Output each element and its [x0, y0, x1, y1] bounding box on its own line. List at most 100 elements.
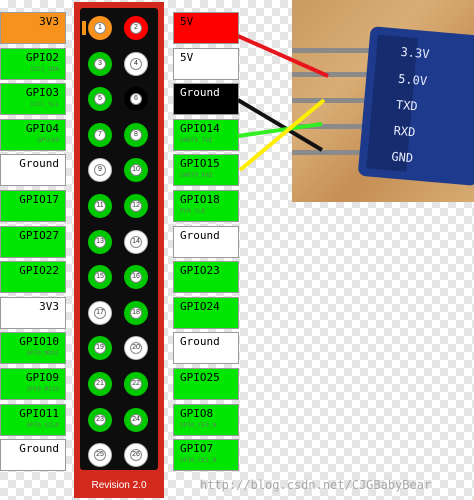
pin-label-alt-function: SPI0_MISO: [26, 386, 59, 393]
pin-label-name: GPIO14: [180, 121, 220, 135]
header-pin-number: 1: [94, 22, 106, 34]
pin-label-name: 3V3: [39, 15, 59, 28]
header-pin-number: 20: [130, 342, 142, 355]
header-pin: 17: [88, 300, 112, 325]
pin-label-name: GPIO11: [19, 406, 59, 420]
pin-label-alt-function: UART0_RXD: [180, 172, 213, 180]
module-header-pin: [292, 124, 372, 129]
header-pin-number: 19: [94, 342, 106, 355]
header-pin: 25: [88, 443, 112, 468]
pin-label-name: GPIO2: [25, 50, 59, 64]
watermark: http://blog.csdn.net/CJGBabyBear: [200, 478, 432, 492]
pin-label-right: Ground: [173, 225, 239, 258]
wire-gpio15: [238, 98, 326, 172]
pin-label-name: GPIO7: [180, 442, 214, 456]
header-pin-number: 26: [130, 449, 142, 462]
pin-label-name: GPIO24: [180, 299, 220, 313]
pin1-key-tab: [82, 21, 86, 35]
header-pin: 23: [88, 407, 112, 432]
pin-label-name: GPIO22: [19, 264, 59, 278]
pin-label-right: GPIO25: [173, 368, 239, 400]
header-pin: 13: [88, 229, 112, 254]
header-pin-number: 14: [130, 235, 142, 248]
header-pin-number: 17: [94, 306, 106, 319]
pin-label-alt-function: SPI0_CE1_N: [180, 457, 217, 465]
module-header-pin: [292, 98, 372, 103]
header-pin: 26: [124, 443, 148, 468]
pin-label-name: Ground: [19, 157, 59, 171]
pin-label-left: GPIO27: [0, 225, 66, 258]
pin-label-alt-function: UART0_TXD: [180, 136, 213, 144]
pin-label-name: GPIO23: [180, 264, 220, 278]
header-pin: 8: [124, 122, 148, 147]
header-pin: 6: [124, 87, 148, 112]
header-pin: 4: [124, 51, 148, 76]
pin-label-left: Ground: [0, 154, 66, 187]
pin-label-name: GPIO8: [180, 406, 214, 420]
header-pin-number: 16: [130, 271, 142, 284]
module-pin-label: 3.3V: [400, 45, 430, 61]
pin-label-name: GPIO25: [180, 371, 220, 384]
header-pin: 16: [124, 265, 148, 290]
module-drawing: 3.3V 5.0V TXD RXD GND: [292, 26, 474, 186]
module-pin-label: TXD: [395, 98, 418, 114]
header-pin: 24: [124, 407, 148, 432]
wire-5v: [237, 34, 329, 78]
header-pin-number: 21: [94, 378, 106, 390]
header-pin-number: 4: [130, 57, 142, 70]
pin-label-right: GPIO23: [173, 261, 239, 294]
header-pin: 19: [88, 336, 112, 361]
pin-label-name: 5V: [180, 15, 194, 28]
header-pin: 20: [124, 336, 148, 361]
header-pin: 9: [88, 158, 112, 183]
revision-label: Revision 2.0: [91, 480, 147, 491]
header-pin-number: 6: [130, 93, 142, 106]
header-pin: 14: [124, 229, 148, 254]
pin-label-name: GPIO18: [180, 193, 220, 206]
header-pin-number: 2: [130, 22, 142, 34]
header-pin: 21: [88, 372, 112, 396]
header-pin: 1: [88, 16, 112, 40]
header-pin: 10: [124, 158, 148, 183]
header-pin: 12: [124, 194, 148, 218]
header-pin: 5: [88, 87, 112, 112]
pin-label-alt-function: I2C1_SCL: [30, 101, 59, 109]
pin-label-alt-function: SPI0_SCLK: [26, 421, 59, 429]
pin-label-name: 3V3: [39, 299, 59, 313]
pin-label-name: GPIO9: [25, 371, 59, 384]
header-pin: 22: [124, 372, 148, 396]
module-header-pin: [292, 48, 372, 53]
header-pin-number: 8: [130, 128, 142, 141]
pin-label-name: GPIO4: [25, 121, 59, 135]
header-pin-number: 7: [94, 128, 106, 141]
header-pin-number: 22: [130, 378, 142, 390]
header-pin-number: 23: [94, 413, 106, 426]
header-pin-number: 24: [130, 413, 142, 426]
pin-label-name: Ground: [19, 442, 59, 456]
header-pin-number: 15: [94, 271, 106, 284]
header-pin: 7: [88, 122, 112, 147]
pin-label-name: GPIO27: [19, 228, 59, 242]
header-pin-number: 13: [94, 235, 106, 248]
pin-label-name: Ground: [180, 228, 220, 242]
wire-ground: [236, 98, 324, 152]
pin-label-alt-function: GPCLK0: [37, 136, 59, 144]
pin-label-alt-function: SPI0_CE0_N: [180, 421, 217, 429]
header-pin: 11: [88, 194, 112, 218]
pin-label-left: GPIO17: [0, 190, 66, 222]
module-pin-label: GND: [391, 149, 414, 165]
header-pin-number: 11: [94, 200, 106, 212]
pin-label-name: GPIO15: [180, 157, 220, 171]
pin-label-left: GPIO22: [0, 261, 66, 294]
